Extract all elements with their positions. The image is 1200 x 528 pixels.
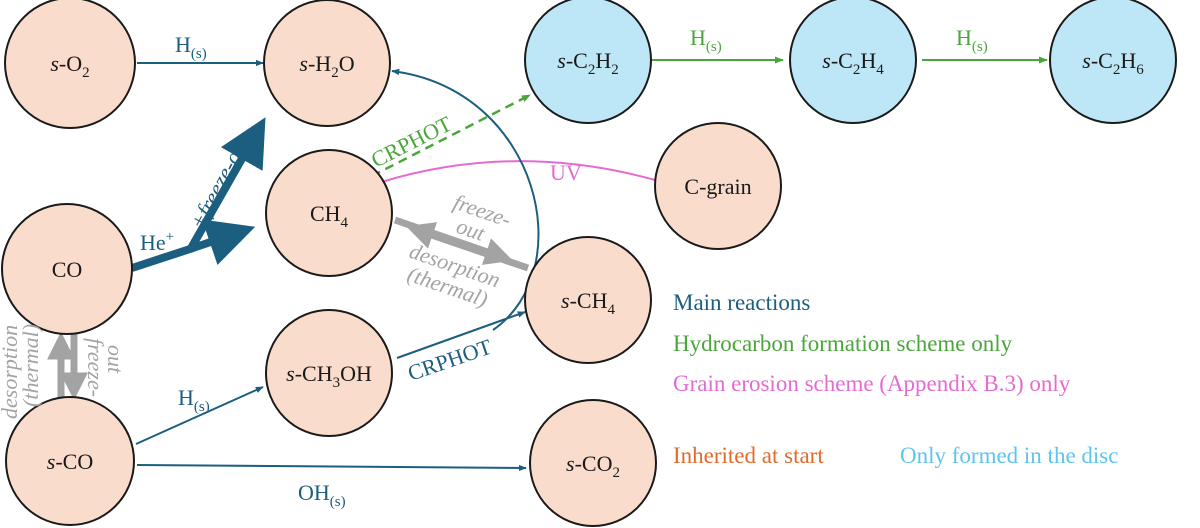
svg-text:s-CO: s-CO bbox=[47, 449, 93, 474]
svg-text:s-CO2: s-CO2 bbox=[566, 451, 620, 481]
node-Cgrain: C-grain bbox=[654, 122, 782, 250]
node-sH2O: s-H2O bbox=[263, 0, 391, 127]
label-oh-sCO-to-sCO2: OH(s) bbox=[298, 480, 346, 510]
svg-text:s-CH4: s-CH4 bbox=[561, 288, 615, 318]
svg-text:s-CH3OH: s-CH3OH bbox=[286, 361, 372, 391]
legend-inherited: Inherited at start bbox=[673, 443, 824, 468]
node-sC2H2: s-C2H2 bbox=[524, 0, 652, 124]
legend-disc-formed: Only formed in the disc bbox=[900, 443, 1118, 468]
label-he-plus: He+ bbox=[140, 229, 174, 255]
svg-text:CO: CO bbox=[52, 257, 83, 282]
label-h-sCO-to-sCH3OH: H(s) bbox=[178, 385, 210, 415]
svg-text:s-C2H6: s-C2H6 bbox=[1082, 48, 1144, 78]
legend-grain-erosion: Grain erosion scheme (Appendix B.3) only bbox=[673, 371, 1071, 396]
node-sCO2: s-CO2 bbox=[529, 399, 657, 527]
node-sCH4: s-CH4 bbox=[524, 236, 652, 364]
arrow-sCH4-to-CH4-desorption bbox=[406, 222, 530, 272]
label-crphot-green: CRPHOT bbox=[367, 111, 456, 173]
arrow-sCH3OH-to-sCH4 bbox=[396, 311, 526, 359]
svg-text:s-C2H4: s-C2H4 bbox=[822, 48, 884, 78]
node-sO2: s-O2 bbox=[4, 0, 136, 129]
arrow-sCH4-to-sH2O bbox=[391, 68, 540, 331]
svg-text:CH4: CH4 bbox=[310, 201, 349, 231]
label-thermal-co: (thermal) bbox=[18, 324, 43, 407]
arrow-CO-branch-stem bbox=[130, 244, 195, 272]
legend-main-reactions: Main reactions bbox=[673, 290, 810, 315]
node-sC2H4: s-C2H4 bbox=[789, 0, 917, 124]
svg-text:C-grain: C-grain bbox=[684, 174, 751, 199]
node-CO: CO bbox=[1, 203, 133, 335]
label-desorption-co: desorption bbox=[0, 325, 22, 419]
node-sCO: s-CO bbox=[5, 396, 135, 526]
label-h-sO2: H(s) bbox=[175, 32, 207, 62]
legend-hydrocarbon: Hydrocarbon formation scheme only bbox=[673, 331, 1013, 356]
svg-text:s-C2H2: s-C2H2 bbox=[557, 48, 618, 78]
arrow-CO-to-sH2O-thick bbox=[186, 117, 266, 252]
label-h-sC2H2: H(s) bbox=[690, 25, 722, 55]
node-sCH3OH: s-CH3OH bbox=[265, 309, 393, 437]
label-uv: UV bbox=[550, 160, 582, 185]
label-freeze-co: freeze- bbox=[83, 338, 108, 397]
label-out-co: out bbox=[103, 345, 128, 374]
svg-text:s-O2: s-O2 bbox=[50, 51, 89, 81]
label-freeze-out-plus: +freeze-out bbox=[184, 131, 254, 234]
arrow-sCO-to-sCO2 bbox=[136, 464, 527, 472]
node-sC2H6: s-C2H6 bbox=[1049, 0, 1177, 124]
label-h-sC2H4: H(s) bbox=[956, 25, 988, 55]
legend: Main reactions Hydrocarbon formation sch… bbox=[673, 290, 1118, 468]
node-CH4: CH4 bbox=[265, 149, 393, 277]
arrow-Cgrain-to-CH4 bbox=[371, 160, 656, 186]
arrow-sCO-to-sCH3OH bbox=[135, 386, 264, 445]
label-crphot-main: CRPHOT bbox=[404, 334, 495, 386]
arrow-CO-to-CH4-thick bbox=[188, 219, 256, 266]
arrows bbox=[47, 56, 1048, 472]
svg-text:s-H2O: s-H2O bbox=[299, 51, 354, 81]
